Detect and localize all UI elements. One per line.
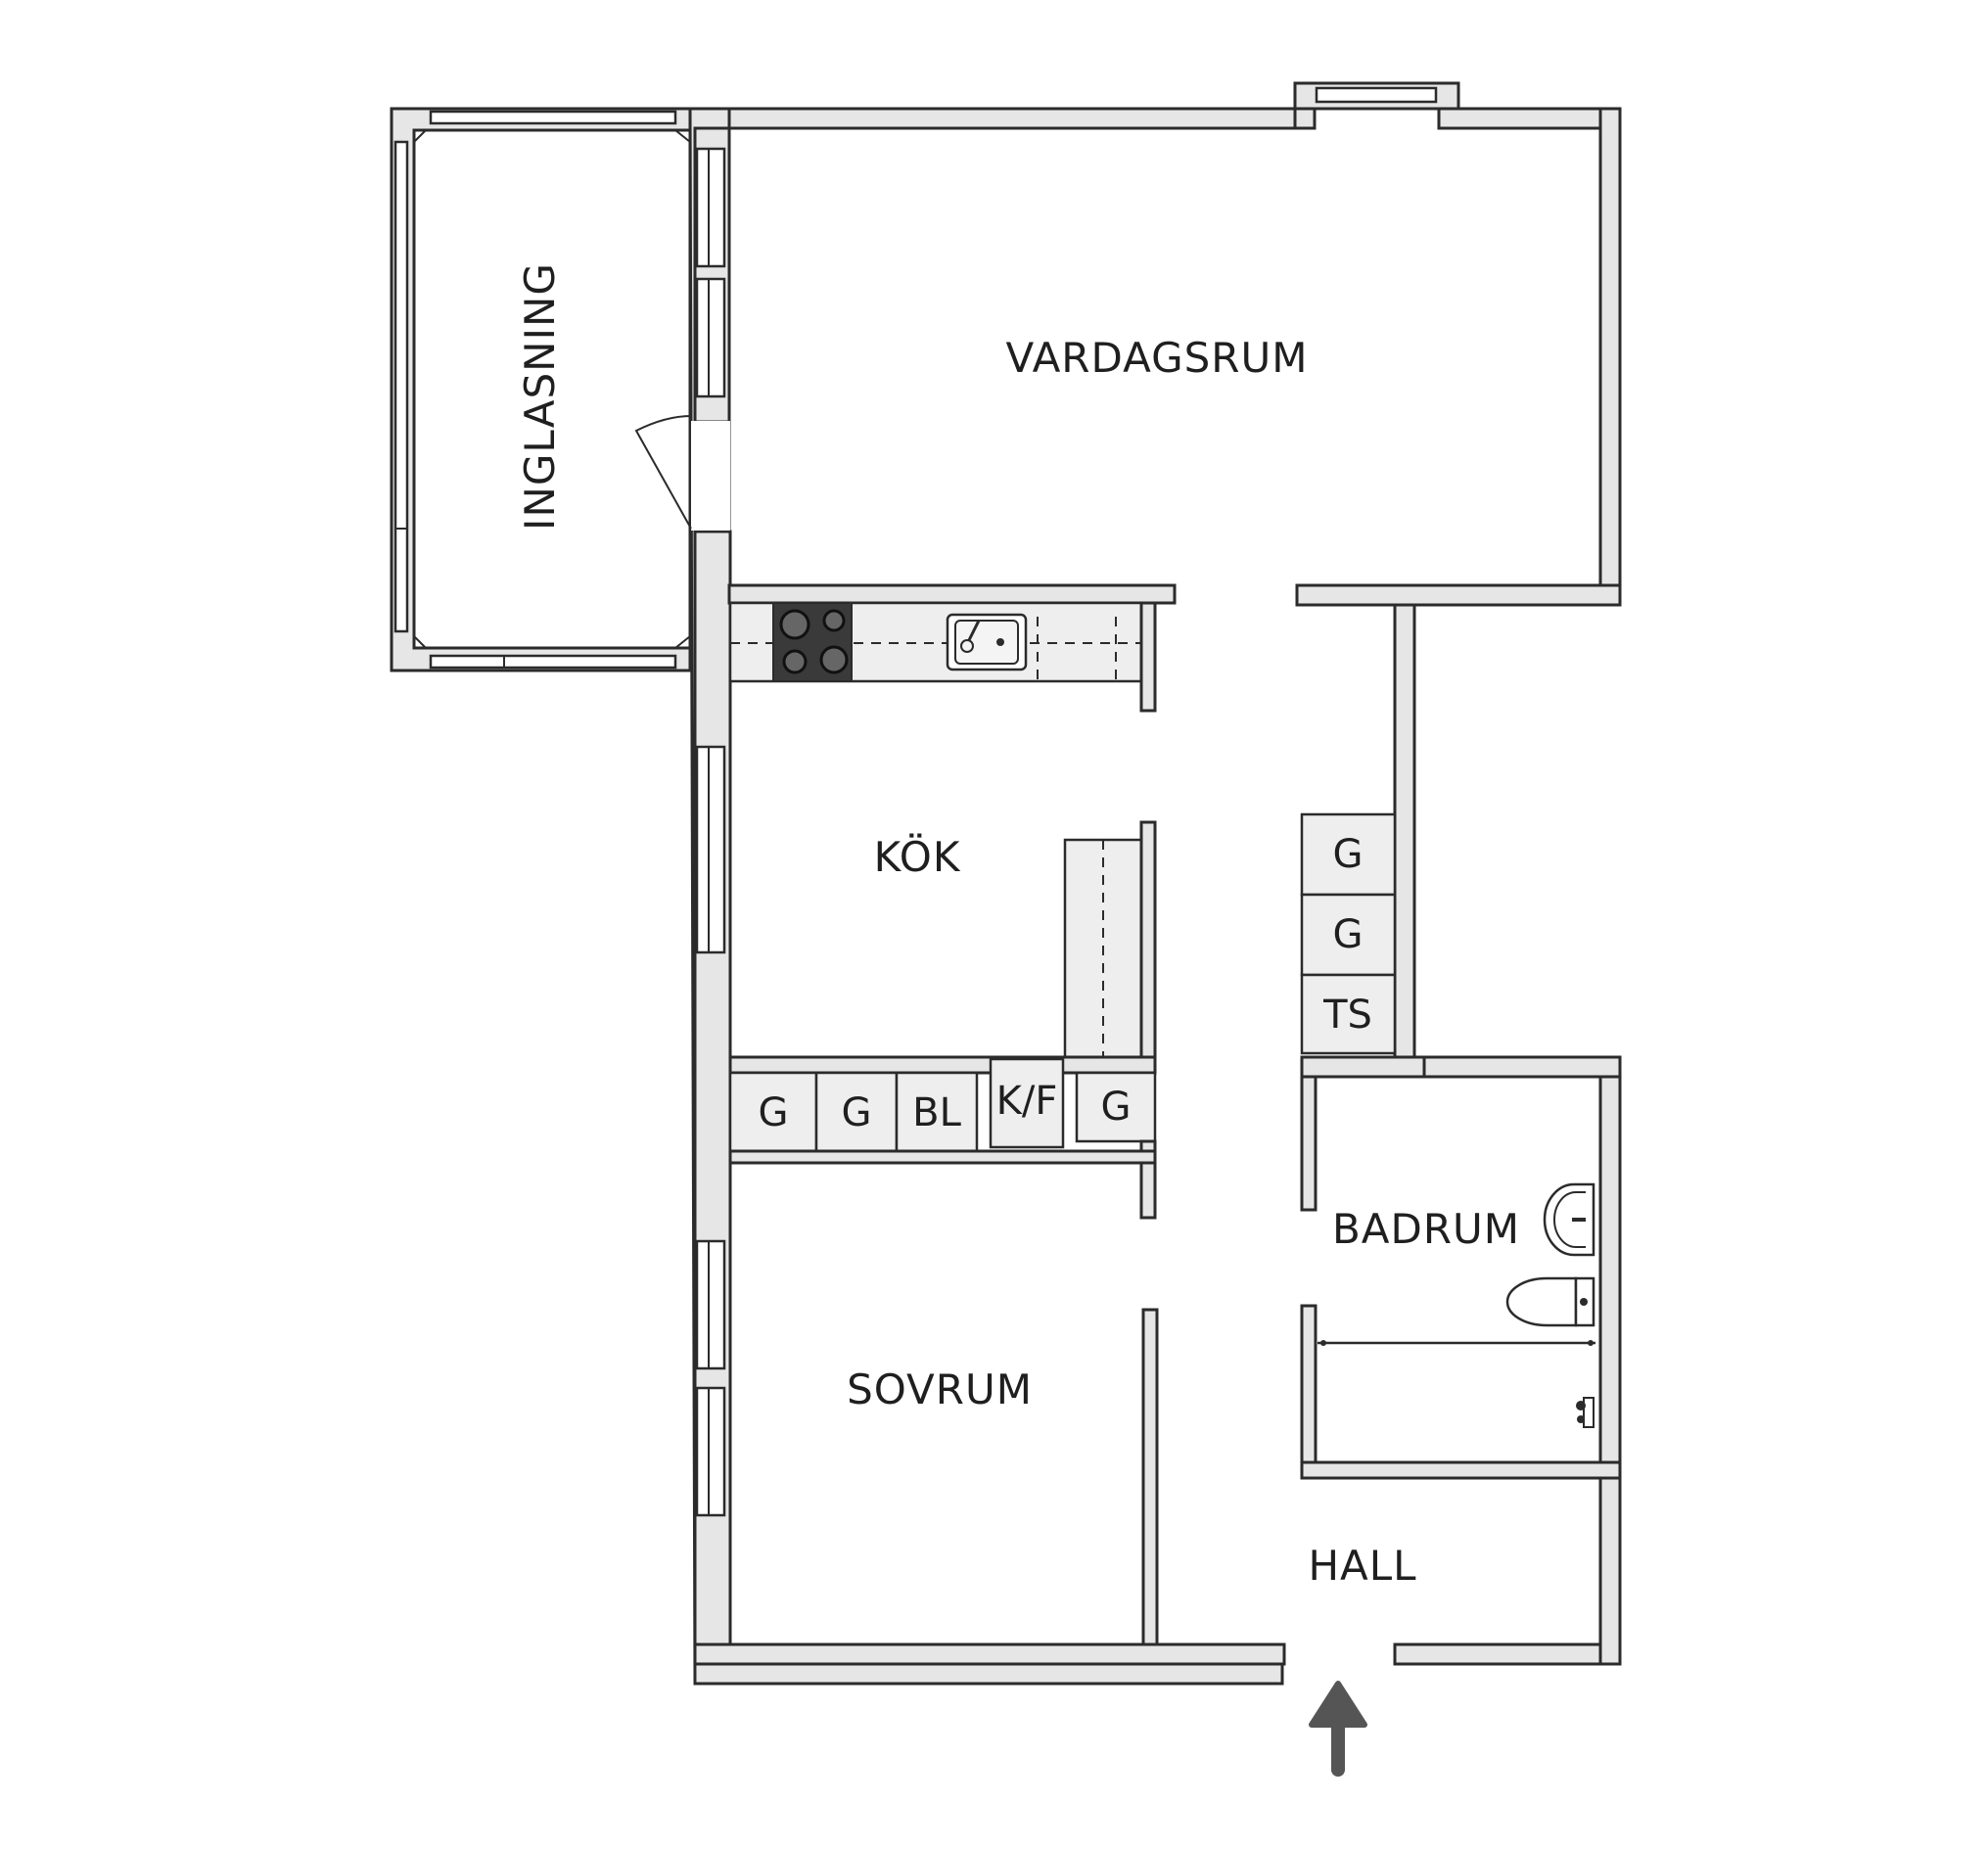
storage-unit-g2 — [814, 1071, 899, 1153]
bath-bottom-wall — [1300, 1460, 1622, 1480]
hall-unit-label-ts: TS — [1322, 993, 1372, 1038]
unit-label-g3: G — [1101, 1085, 1132, 1130]
bottom-wall-left — [693, 1642, 1286, 1666]
storage-row: G G BL K/F G — [728, 1057, 1157, 1220]
bedroom-window-2 — [695, 1386, 726, 1517]
living-window-top — [1315, 86, 1438, 104]
living-bottom-wall-right — [1295, 583, 1622, 607]
left-windows — [695, 147, 726, 1517]
balcony-window-bottom — [429, 654, 677, 670]
bottom-wall-right — [1393, 1642, 1622, 1666]
kitchen-bedroom-wall — [728, 1055, 1157, 1075]
hall-storage: G G TS — [1300, 812, 1397, 1055]
bath-top-wall — [1300, 1055, 1426, 1079]
room-label-hall: HALL — [1308, 1542, 1416, 1590]
kitchen-counter-end-wall — [1139, 601, 1157, 713]
hall-right-wall-upper — [1393, 603, 1416, 1079]
hall-unit-label-g1: G — [1333, 832, 1364, 877]
room-label-kitchen: KÖK — [874, 832, 961, 881]
bath-left-wall-upper — [1300, 1075, 1318, 1212]
living-window-1 — [695, 147, 726, 268]
washbasin-icon — [1543, 1182, 1595, 1257]
living-window-2 — [695, 277, 726, 398]
hall-unit-label-g2: G — [1333, 912, 1364, 957]
bath-left-wall-lower — [1300, 1304, 1318, 1480]
balcony-window-left — [393, 140, 409, 633]
entrance-arrow-icon — [1309, 1681, 1367, 1777]
kitchen-window — [695, 745, 726, 954]
unit-label-g2: G — [842, 1090, 872, 1135]
bedroom-window-1 — [695, 1239, 726, 1370]
balcony-door-swing — [634, 415, 692, 530]
hall-unit-g1 — [1300, 812, 1397, 897]
sink-icon — [946, 613, 1028, 671]
storage-unit-kf — [989, 1057, 1065, 1149]
room-label-glazing: INGLASNING — [516, 262, 564, 531]
balcony-glazing: INGLASNING — [390, 107, 692, 672]
room-label-bedroom: SOVRUM — [847, 1365, 1033, 1413]
storage-bottom-wall — [728, 1149, 1157, 1165]
top-wall — [727, 107, 1297, 130]
balcony-outer-frame — [390, 107, 692, 672]
right-wall-upper — [1598, 107, 1622, 607]
unit-label-bl: BL — [912, 1090, 961, 1135]
right-wall-step — [1412, 1055, 1622, 1079]
stove-icon — [772, 602, 853, 682]
storage-unit-g3 — [1075, 1071, 1157, 1143]
kitchen-counter-right — [1063, 820, 1157, 1069]
balcony-window-top — [429, 110, 677, 125]
shower-icon — [1576, 1397, 1595, 1428]
unit-label-kf: K/F — [996, 1079, 1058, 1124]
room-label-bathroom: BADRUM — [1332, 1205, 1520, 1253]
toilet-icon — [1505, 1276, 1595, 1327]
bathroom — [1300, 1055, 1622, 1480]
top-wall-right — [1437, 107, 1622, 130]
unit-label-g1: G — [759, 1090, 789, 1135]
right-wall-lower — [1598, 1055, 1622, 1666]
hall-unit-g2 — [1300, 893, 1397, 977]
kitchen-right-wall — [1139, 820, 1157, 1069]
bedroom-hall-wall — [1141, 1308, 1159, 1646]
kitchen-counter-top — [728, 601, 1157, 713]
room-label-living: VARDAGSRUM — [1006, 334, 1309, 382]
hall-unit-ts — [1300, 973, 1397, 1055]
living-kitchen-wall — [727, 583, 1177, 605]
